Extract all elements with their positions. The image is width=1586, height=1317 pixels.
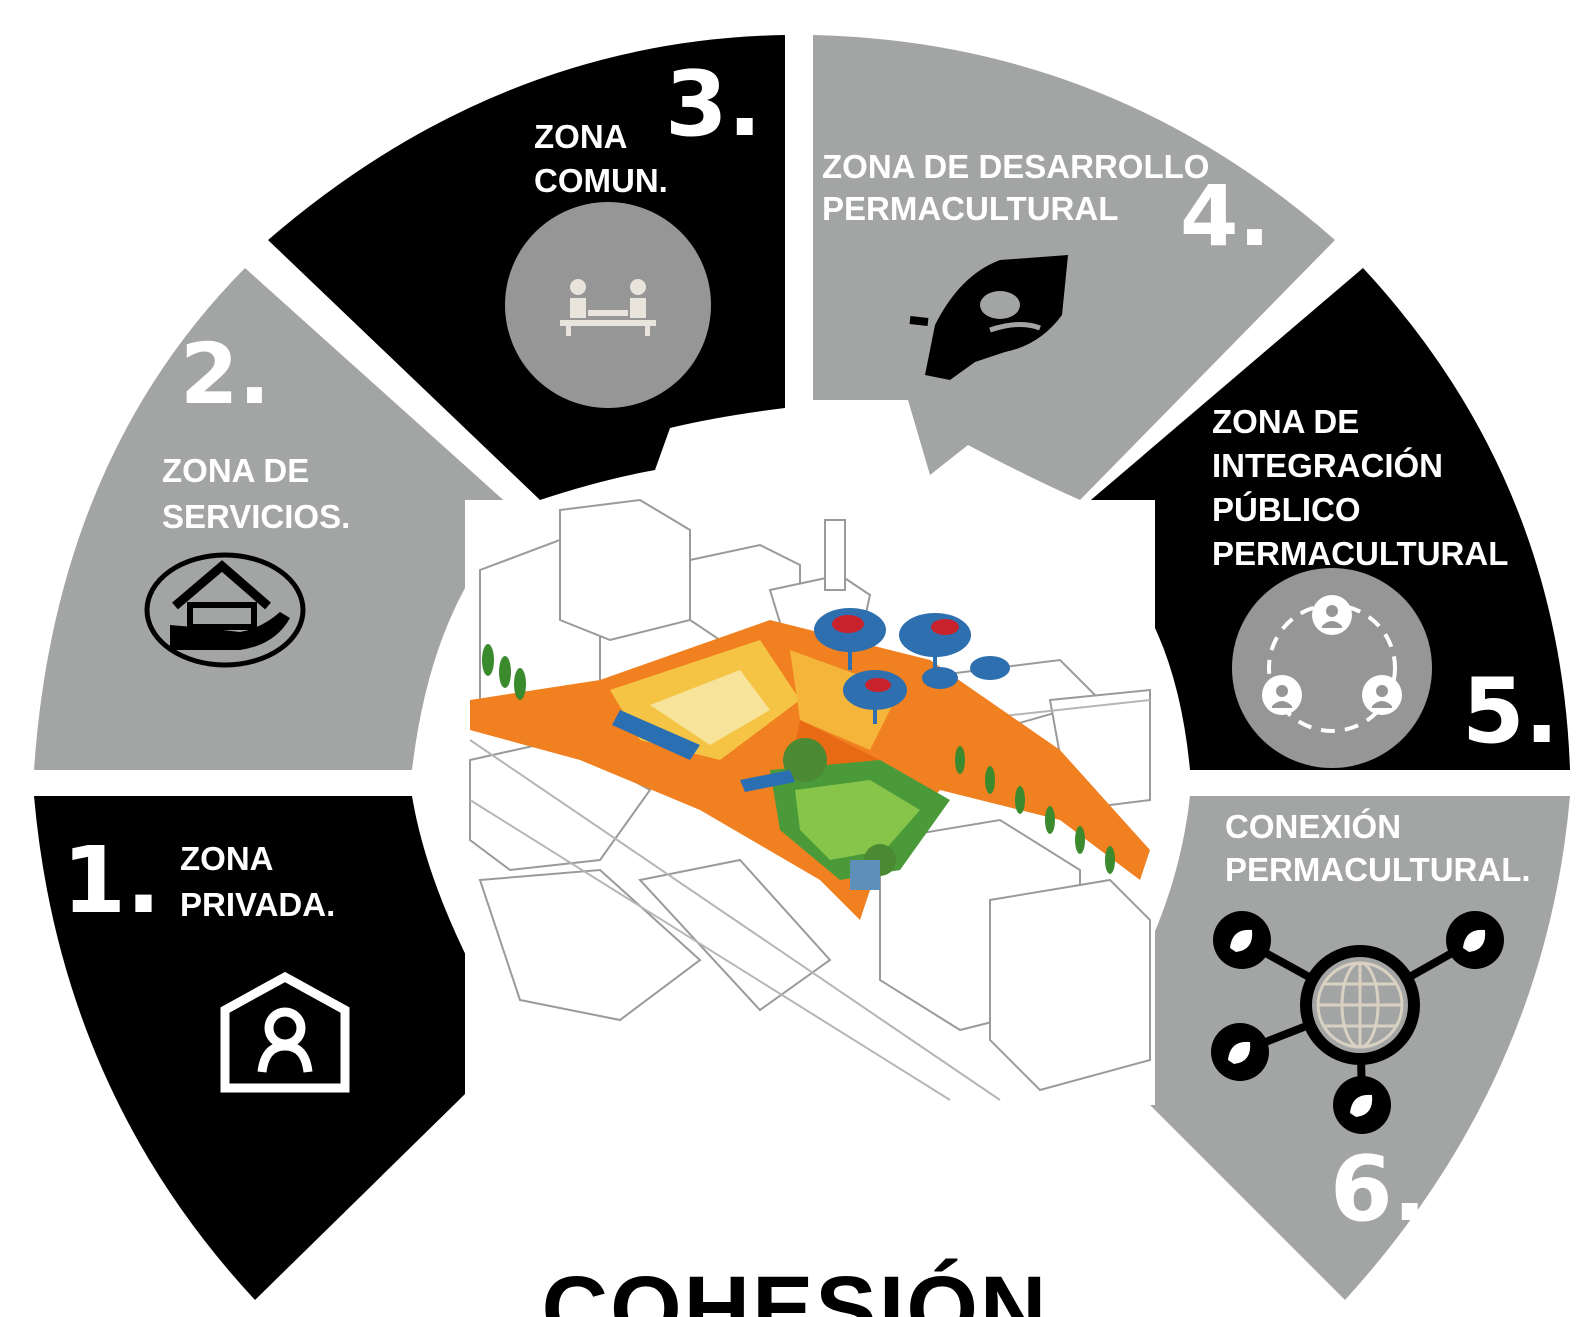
zone-6-label-line-2: PERMACULTURAL. xyxy=(1225,851,1531,888)
zone-2-label-line-2: SERVICIOS. xyxy=(162,498,350,535)
people-table-icon xyxy=(505,202,711,408)
zone-1-number: 1. xyxy=(62,827,161,934)
center-plaza-illustration xyxy=(465,498,1155,1105)
zone-3-label-line-2: COMUN. xyxy=(534,162,668,199)
diagram-title: COHESIÓN xyxy=(542,1257,1049,1317)
globe-network-icon xyxy=(1211,911,1504,1134)
zone-3-label-line-1: ZONA xyxy=(534,118,628,155)
community-circle-icon xyxy=(1232,568,1432,768)
zone-6-label-line-1: CONEXIÓN xyxy=(1225,808,1401,845)
hand-seed-icon xyxy=(909,255,1068,380)
zone-1-label-line-2: PRIVADA. xyxy=(180,886,335,923)
zone-4-label-line-2: PERMACULTURAL xyxy=(822,190,1118,227)
segment-zone-4 xyxy=(813,35,1335,500)
zone-5-label-line-2: INTEGRACIÓN xyxy=(1212,447,1443,484)
zone-5-label-line-3: PÚBLICO xyxy=(1212,491,1361,528)
segment-zone-5 xyxy=(1085,268,1570,770)
zone-3-number: 3. xyxy=(665,52,762,157)
zone-4-label-line-1: ZONA DE DESARROLLO xyxy=(822,148,1209,185)
home-person-icon xyxy=(220,971,350,1093)
zone-5-number: 5. xyxy=(1462,659,1559,764)
zone-1-label-line-1: ZONA xyxy=(180,840,274,877)
zone-4-number: 4. xyxy=(1180,167,1270,265)
zone-2-number: 2. xyxy=(180,325,270,423)
zone-2-label-line-1: ZONA DE xyxy=(162,452,309,489)
zone-5-label-line-1: ZONA DE xyxy=(1212,403,1359,440)
zone-6-number: 6. xyxy=(1330,1137,1427,1242)
hand-house-icon xyxy=(144,552,306,668)
zone-5-label-line-4: PERMACULTURAL xyxy=(1212,535,1508,572)
segment-zone-2 xyxy=(34,268,520,770)
